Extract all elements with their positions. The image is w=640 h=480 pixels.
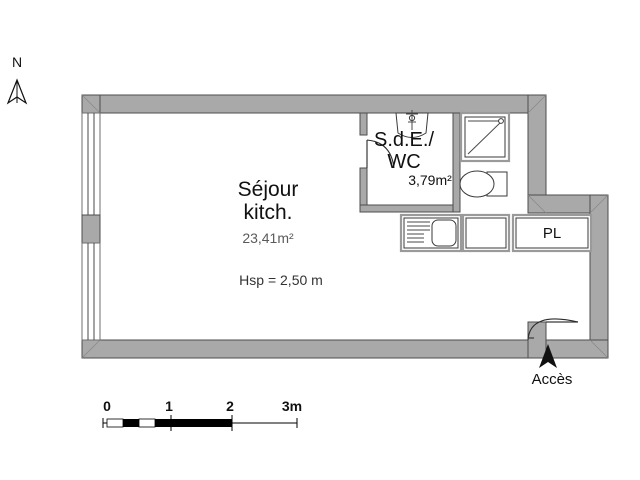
living-room-name-line1: Séjour [238, 178, 299, 201]
washbasin-icon [395, 110, 429, 138]
toilet-icon [459, 170, 508, 198]
bathroom-door [366, 139, 395, 169]
scale-tick-3: 3m [282, 398, 302, 414]
compass-label: N [12, 54, 22, 70]
closet-pl: PL [511, 213, 593, 253]
scale-tick-1: 1 [165, 398, 173, 414]
entrance-door [527, 318, 579, 341]
kitchen-sink-icon [399, 213, 463, 253]
cabinet-icon [461, 213, 511, 253]
bathroom-name-line2: WC [387, 151, 420, 173]
window-lower-left [81, 242, 101, 341]
bathroom-name-line1: S.d.E./ [374, 129, 434, 151]
scale-bar: 0 1 2 3m [102, 398, 302, 431]
living-room-height-note: Hsp = 2,50 m [239, 272, 323, 288]
entrance-label: Accès [532, 371, 573, 388]
compass-group: N [6, 54, 28, 105]
north-arrow-icon [6, 78, 28, 105]
closet-label: PL [543, 225, 561, 242]
living-room-name-line2: kitch. [243, 201, 292, 224]
shower-tray-icon [459, 111, 511, 163]
bathroom-partitions [359, 112, 461, 213]
window-upper-left [81, 112, 101, 216]
entrance-marker: Accès [532, 344, 573, 388]
living-room-area: 23,41m² [242, 230, 294, 246]
scale-tick-2: 2 [226, 398, 234, 414]
bathroom-area: 3,79m² [408, 172, 452, 188]
bathroom-label-group: S.d.E./ WC 3,79m² [374, 129, 452, 188]
scale-tick-0: 0 [103, 398, 111, 414]
living-room-label-group: Séjour kitch. 23,41m² Hsp = 2,50 m [238, 178, 323, 288]
up-arrow-icon [539, 344, 557, 368]
wall-pillar-left [81, 214, 101, 244]
